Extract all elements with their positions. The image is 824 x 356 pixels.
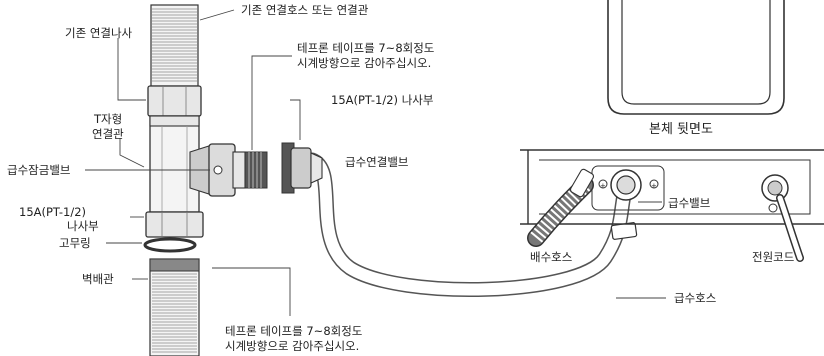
label-existing-thread: 기존 연결나사 [65,26,133,40]
washer-unit-back [607,0,785,115]
label-power-cord: 전원코드 [752,250,794,264]
power-cord [761,174,804,262]
label-supply-hose: 급수호스 [674,291,716,305]
svg-text:+: + [651,182,657,190]
label-existing-hose: 기존 연결호스 또는 연결관 [241,3,369,17]
lower-thread-nut [145,211,204,238]
drain-hose [527,168,595,247]
label-t-fitting-line1: T자형 [93,112,122,126]
rubber-ring [143,237,197,253]
machine-supply-valve: + + [598,169,659,201]
label-wall-pipe: 벽배관 [82,272,114,286]
label-t-fitting-line2: 연결관 [92,127,124,141]
label-tape-bottom-line2: 시계방향으로 감아주십시오. [225,339,359,353]
label-supply-connect-valve: 급수연결밸브 [345,155,408,169]
supply-hose [304,152,638,297]
label-15a-top: 15A(PT-1/2) 나사부 [331,93,433,107]
label-tape-top-line2: 시계방향으로 감아주십시오. [297,56,431,70]
supply-lock-valve [189,143,268,197]
existing-thread-nut [147,85,202,117]
label-unit-back: 본체 뒷면도 [649,122,713,137]
supply-connect-valve [281,142,323,194]
label-supply-lock-valve: 급수잠금밸브 [7,163,70,177]
label-15a-left-line1: 15A(PT-1/2) [19,205,86,219]
svg-text:+: + [600,182,606,190]
label-tape-top-line1: 테프론 테이프를 7~8회정도 [297,41,434,55]
leader-lines [85,9,666,316]
existing-pipe [150,4,199,87]
label-tape-bottom-line1: 테프론 테이프를 7~8회정도 [225,324,362,338]
label-rubber-ring: 고무링 [59,236,91,250]
wall-pipe [149,258,200,356]
label-supply-valve: 급수밸브 [668,196,710,210]
label-drain-hose: 배수호스 [530,250,572,264]
label-15a-left-line2: 나사부 [67,219,99,233]
